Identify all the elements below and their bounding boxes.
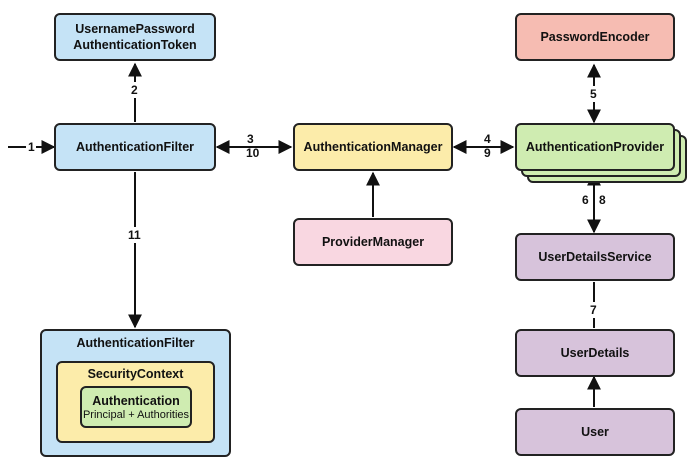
edge-label-2: 2 — [131, 83, 138, 97]
security-context-title: SecurityContext — [87, 367, 184, 381]
user-details-service-node: UserDetailsService — [515, 233, 675, 281]
authentication-box: Authentication Principal + Authorities — [80, 386, 192, 428]
password-encoder-node: PasswordEncoder — [515, 13, 675, 61]
provider-manager-node: ProviderManager — [293, 218, 453, 266]
authentication-provider-label: AuthenticationProvider — [525, 140, 665, 154]
edge-label-4: 4 — [484, 132, 491, 146]
edge-label-9: 9 — [484, 146, 491, 160]
authentication-manager-label: AuthenticationManager — [303, 140, 443, 154]
edge-label-1: 1 — [28, 140, 35, 154]
token-line2: AuthenticationToken — [73, 38, 197, 52]
authentication-manager-node: AuthenticationManager — [293, 123, 453, 171]
authentication-subtitle: Principal + Authorities — [82, 408, 190, 421]
authentication-filter-label: AuthenticationFilter — [75, 140, 195, 154]
security-context-box: SecurityContext Authentication Principal… — [56, 361, 215, 443]
token-node: UsernamePassword AuthenticationToken — [54, 13, 216, 61]
provider-manager-label: ProviderManager — [321, 235, 425, 249]
password-encoder-label: PasswordEncoder — [540, 30, 650, 44]
authentication-provider-node: AuthenticationProvider — [515, 123, 675, 171]
authentication-title: Authentication — [92, 393, 180, 408]
user-details-node: UserDetails — [515, 329, 675, 377]
edge-label-3: 3 — [247, 132, 254, 146]
edge-label-8: 8 — [599, 193, 606, 207]
user-node: User — [515, 408, 675, 456]
user-details-service-label: UserDetailsService — [538, 250, 652, 264]
container-title: AuthenticationFilter — [76, 336, 195, 350]
edge-label-7: 7 — [590, 303, 597, 317]
edge-label-11: 11 — [128, 228, 141, 242]
user-label: User — [581, 425, 609, 439]
authentication-filter-node: AuthenticationFilter — [54, 123, 216, 171]
user-details-label: UserDetails — [560, 346, 630, 360]
edge-label-6: 6 — [582, 193, 589, 207]
edge-label-10: 10 — [246, 146, 260, 160]
token-line1: UsernamePassword — [75, 22, 195, 36]
edge-label-5: 5 — [590, 87, 597, 101]
authentication-filter-container: AuthenticationFilter SecurityContext Aut… — [40, 329, 231, 457]
